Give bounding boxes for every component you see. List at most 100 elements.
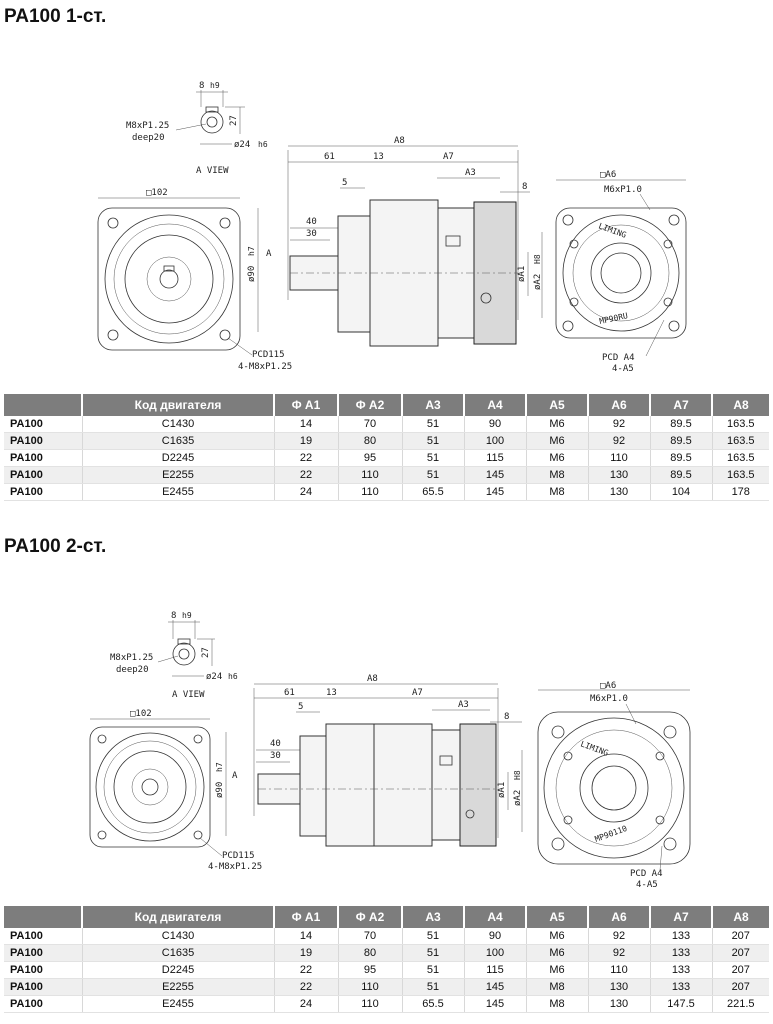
table-cell: 51 — [401, 466, 464, 484]
table-cell: 221.5 — [711, 995, 769, 1013]
table-cell: PA100 — [4, 449, 82, 467]
table-cell: M6 — [525, 432, 588, 450]
brand-top-text: LIMING — [579, 739, 609, 757]
table-cell: 133 — [649, 978, 712, 996]
column-header — [4, 394, 82, 416]
column-header: A5 — [525, 906, 588, 928]
dim-a3: A3 — [465, 168, 476, 178]
table-cell: E2455 — [81, 483, 274, 501]
thread-label: M8xP1.25 — [126, 121, 169, 131]
table-cell: 90 — [463, 928, 526, 945]
dim-5: 5 — [298, 702, 303, 712]
table-cell: 163.5 — [711, 466, 769, 484]
table-cell: M6 — [525, 944, 588, 962]
table-cell: 92 — [587, 432, 650, 450]
motor-square-label: □A6 — [600, 170, 616, 180]
table-cell: C1430 — [81, 416, 274, 433]
dim-dia90-tol: h7 — [215, 762, 224, 772]
column-header: A8 — [711, 394, 769, 416]
table-cell: PA100 — [4, 944, 82, 962]
table-cell: 163.5 — [711, 432, 769, 450]
table-cell: 110 — [337, 995, 402, 1013]
dim-a8: A8 — [367, 674, 378, 684]
table-cell: 70 — [337, 416, 402, 433]
table-cell: C1635 — [81, 432, 274, 450]
column-header: Код двигателя — [81, 906, 274, 928]
table-cell: 22 — [273, 978, 338, 996]
column-header: Φ A2 — [337, 394, 402, 416]
column-header: A4 — [463, 394, 526, 416]
shaft-dia-label: ø24 — [206, 672, 222, 682]
table-cell: 24 — [273, 995, 338, 1013]
flange-front-view: □102 PCD115 4-M8xP1.25 — [97, 188, 292, 372]
table-cell: 145 — [463, 995, 526, 1013]
table-cell: 51 — [401, 416, 464, 433]
pcd-label: PCD115 — [222, 851, 255, 861]
column-header: A5 — [525, 394, 588, 416]
table-cell: 110 — [337, 978, 402, 996]
technical-drawing-2stage: 8 h9 27 ø24 h6 M8xP1.25 deep20 A VIEW □1… — [0, 606, 773, 896]
table-cell: 207 — [711, 978, 769, 996]
section-title-1stage: PA100 1-ст. — [4, 6, 107, 27]
column-header: A3 — [401, 394, 464, 416]
column-header: Φ A2 — [337, 906, 402, 928]
motor-bolts-label: 4-A5 — [612, 364, 634, 374]
dim-da2-tol: H8 — [533, 254, 542, 264]
table-cell: 14 — [273, 416, 338, 433]
dim-61: 61 — [324, 152, 335, 162]
column-header: Код двигателя — [81, 394, 274, 416]
dim-a8: A8 — [394, 136, 405, 146]
table-cell: D2245 — [81, 449, 274, 467]
table-cell: 92 — [587, 944, 650, 962]
motor-pcd-label: PCD A4 — [602, 353, 635, 363]
dim-a7: A7 — [443, 152, 454, 162]
column-header: A6 — [587, 394, 650, 416]
table-cell: 22 — [273, 961, 338, 979]
table-cell: 90 — [463, 416, 526, 433]
table-cell: 130 — [587, 978, 650, 996]
key-width-tol: h9 — [210, 81, 220, 90]
table-cell: 51 — [401, 944, 464, 962]
table-cell: 110 — [337, 466, 402, 484]
dim-a3: A3 — [458, 700, 469, 710]
brand-bottom-text: MP90RU — [599, 311, 629, 326]
column-header: A7 — [649, 394, 712, 416]
table-cell: 95 — [337, 961, 402, 979]
column-header: Φ A1 — [273, 906, 338, 928]
table-cell: 145 — [463, 466, 526, 484]
dim-61: 61 — [284, 688, 295, 698]
table-cell: M8 — [525, 995, 588, 1013]
table-cell: 92 — [587, 416, 650, 433]
view-label: A VIEW — [196, 166, 229, 176]
dim-da2-tol: H8 — [513, 770, 522, 780]
table-cell: 207 — [711, 961, 769, 979]
table-cell: 100 — [463, 944, 526, 962]
table-cell: 130 — [587, 995, 650, 1013]
table-cell: 19 — [273, 432, 338, 450]
table-cell: 110 — [337, 483, 402, 501]
shaft-dia-label: ø24 — [234, 140, 250, 150]
dim-dia90: ø90 — [247, 266, 257, 282]
table-cell: 130 — [587, 483, 650, 501]
brand-top-text: LIMING — [597, 221, 627, 239]
motor-flange-view: □A6 M6xP1.0 LIMING MP90RU PCD A4 4-A5 — [555, 170, 687, 374]
table-cell: C1430 — [81, 928, 274, 945]
table-cell: 89.5 — [649, 416, 712, 433]
table-cell: 145 — [463, 483, 526, 501]
table-cell: 133 — [649, 928, 712, 945]
table-cell: M6 — [525, 961, 588, 979]
dim-8: 8 — [504, 712, 509, 722]
dim-30: 30 — [270, 751, 281, 761]
key-height-label: 27 — [229, 115, 239, 126]
flange-square-label: □102 — [130, 709, 152, 719]
table-cell: M6 — [525, 449, 588, 467]
key-width-label: 8 — [171, 611, 176, 621]
brand-bottom-text: MP90110 — [594, 824, 629, 844]
